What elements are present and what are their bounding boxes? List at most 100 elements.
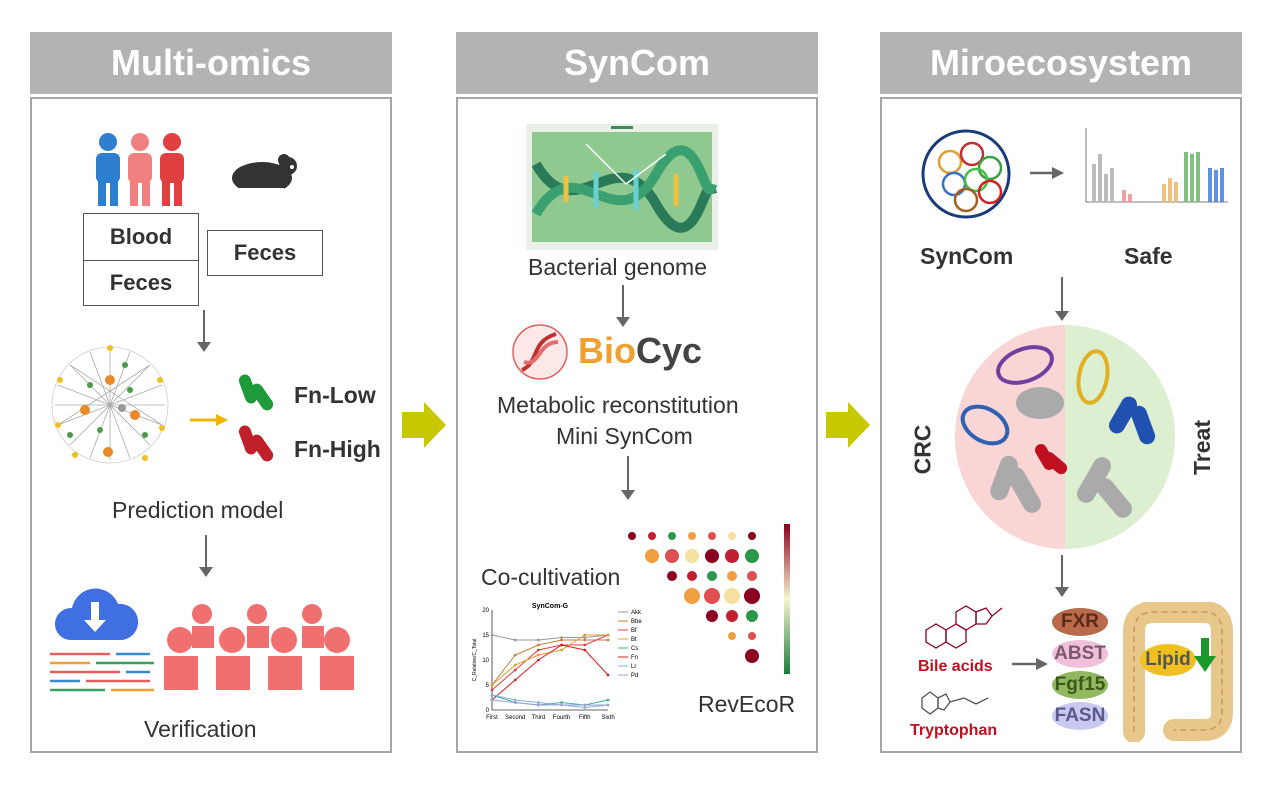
correlation-dot <box>725 549 739 563</box>
data-point <box>490 693 494 697</box>
data-point <box>606 698 610 702</box>
data-point <box>513 668 517 672</box>
lipid-label: Lipid <box>1145 649 1191 670</box>
prediction-model-label: Prediction model <box>112 497 284 523</box>
arrow-down-green-icon <box>1194 638 1216 672</box>
arrow-down-icon <box>197 310 211 352</box>
correlation-dot <box>745 649 759 663</box>
legend-label: Lr <box>631 664 636 670</box>
feces-box-right: Feces <box>207 230 323 276</box>
correlation-dot <box>667 571 677 581</box>
series-line <box>491 644 609 701</box>
correlation-dot <box>746 610 758 622</box>
bacterial-genome-label: Bacterial genome <box>528 254 707 280</box>
data-point <box>583 638 587 642</box>
legend-label: Cs <box>631 646 638 652</box>
correlation-dot <box>688 532 696 540</box>
bacteria-red-icon <box>238 425 274 462</box>
series-line <box>491 634 609 691</box>
arrow-down-icon <box>616 285 630 327</box>
data-point <box>537 643 540 647</box>
syncom-circle-icon <box>921 129 1011 219</box>
revecor-label: RevEcoR <box>698 691 796 717</box>
feces-box-left: Feces <box>83 260 199 306</box>
correlation-dot <box>665 549 679 563</box>
y-tick-label: 5 <box>486 683 490 689</box>
people-icon <box>96 133 184 206</box>
correlation-dot <box>748 532 756 540</box>
data-point <box>583 703 587 707</box>
dna-genome-icon <box>526 124 718 250</box>
series-line <box>491 639 608 686</box>
biocyc-logo: BioCyc <box>578 330 702 372</box>
crc-label: CRC <box>909 424 936 475</box>
data-point <box>513 653 517 657</box>
legend-label: Pd <box>631 673 638 679</box>
legend-label: Bf <box>631 628 637 634</box>
abst-marker: ABST <box>1052 640 1108 668</box>
mouse-icon <box>232 154 297 194</box>
arrow-right-small-icon <box>1030 167 1064 179</box>
legend-label: Bt <box>631 637 637 643</box>
fgf15-marker: Fgf15 <box>1052 671 1108 699</box>
arrow-down-icon <box>1055 555 1069 597</box>
series-line <box>491 699 608 706</box>
arrow-down-icon <box>621 456 635 500</box>
fn-high-label: Fn-High <box>294 436 381 462</box>
correlation-dot <box>628 532 636 540</box>
biocyc-bio: Bio <box>578 330 636 371</box>
data-point <box>490 698 494 702</box>
data-point <box>537 648 540 652</box>
data-point <box>560 703 563 707</box>
data-point <box>537 701 540 704</box>
cloud-download-icon <box>54 588 139 640</box>
y-tick-label: 20 <box>482 608 489 614</box>
data-point <box>513 663 517 667</box>
header-multiomics: Multi-omics <box>30 32 392 94</box>
correlation-dot <box>687 571 697 581</box>
chart-title: SynCom-G <box>532 603 569 610</box>
correlation-dot <box>645 549 659 563</box>
data-point <box>583 636 587 639</box>
arrow-right-icon <box>402 402 446 448</box>
correlation-dot <box>744 588 760 604</box>
data-point <box>583 643 587 647</box>
arrow-right-small-icon <box>1012 658 1048 670</box>
header-microecosystem: Miroecosystem <box>880 32 1242 94</box>
correlation-dot <box>724 588 740 604</box>
correlation-dot <box>705 549 719 563</box>
y-tick-label: 0 <box>486 708 490 714</box>
network-icon <box>51 345 169 464</box>
data-point <box>560 701 563 704</box>
data-point <box>583 706 587 709</box>
metabolic-label: Metabolic reconstitution <box>497 392 739 418</box>
y-tick-label: 10 <box>482 658 489 664</box>
correlation-dot <box>708 532 716 540</box>
safe-label: Safe <box>1124 243 1173 269</box>
fxr-marker: FXR <box>1052 608 1108 636</box>
correlation-dot <box>684 588 700 604</box>
arrow-right-icon <box>826 402 870 448</box>
tryptophan-structure-icon <box>921 691 989 715</box>
biocyc-cyc: Cyc <box>636 330 703 371</box>
x-tick-label: Fourth <box>553 715 570 721</box>
arrow-down-icon <box>1055 277 1069 321</box>
data-point <box>513 638 517 642</box>
intestine-icon <box>1123 602 1233 742</box>
x-tick-label: Fifth <box>579 715 591 721</box>
arrow-right-small-icon <box>190 414 228 426</box>
data-point <box>513 701 517 704</box>
correlation-dot <box>726 610 738 622</box>
correlation-dot <box>685 549 699 563</box>
data-point <box>606 673 610 677</box>
header-syncom: SynCom <box>456 32 818 94</box>
data-point <box>606 638 610 642</box>
crowd-icon <box>164 604 354 690</box>
correlation-matrix-icon <box>628 524 790 674</box>
x-tick-label: Second <box>505 715 525 721</box>
fn-low-label: Fn-Low <box>294 382 376 408</box>
x-tick-label: First <box>486 715 498 721</box>
correlation-dot <box>706 610 718 622</box>
verification-label: Verification <box>144 716 257 742</box>
data-point <box>583 648 587 652</box>
